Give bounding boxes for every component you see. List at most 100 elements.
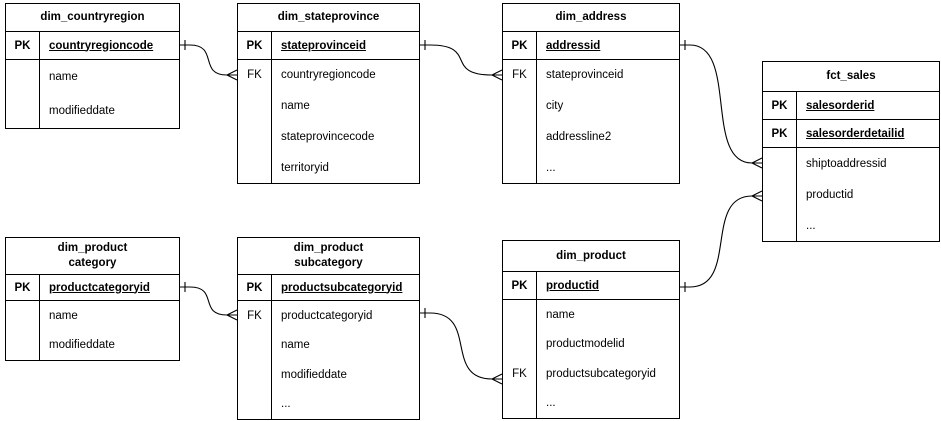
column-name: addressid <box>536 32 679 59</box>
attribute-name: ... <box>281 398 291 411</box>
relationship-line <box>189 286 228 316</box>
attribute-key-label: FK <box>247 309 262 322</box>
attribute-name: countryregioncode <box>281 69 376 82</box>
column-name: salesorderdetailid <box>796 120 939 147</box>
relationship-productcategory-to-subcategory <box>180 282 238 321</box>
attribute-name: name <box>49 71 78 83</box>
attribute-name-column: productcategoryid name modifieddate... <box>271 301 419 419</box>
cardinality-one-marker <box>180 40 190 50</box>
relationship-subcategory-to-product <box>420 308 503 385</box>
cardinality-one-marker <box>420 308 430 318</box>
relationship-line <box>189 44 228 76</box>
key-label: PK <box>14 281 31 294</box>
attribute-key-label: FK <box>512 69 527 82</box>
key-row[interactable]: PK countryregioncode <box>6 32 179 60</box>
key-row[interactable]: PK addressid <box>503 32 679 60</box>
entity-title: dim_product <box>503 241 679 272</box>
key-label: PK <box>246 281 263 294</box>
entity-title: dim_countryregion <box>6 4 179 32</box>
attribute-name: productsubcategoryid <box>546 367 656 380</box>
attribute-name: name <box>281 100 310 113</box>
attribute-name-column: name modifieddate <box>39 301 179 360</box>
column-name: countryregioncode <box>39 32 179 59</box>
relationship-product-to-fctsales <box>680 190 763 292</box>
column-name: salesorderid <box>796 92 939 119</box>
cardinality-one-marker <box>180 282 190 292</box>
attribute-key-column: FK <box>238 301 271 419</box>
attribute-key-column: FK <box>238 60 271 183</box>
attribute-key-column <box>763 148 796 241</box>
attribute-key-column <box>6 60 39 128</box>
relationship-line <box>689 44 753 164</box>
attribute-name-column: countryregioncode name stateprovincecode te… <box>271 60 419 183</box>
cardinality-many-marker <box>491 373 503 385</box>
key-label: PK <box>771 99 788 112</box>
attribute-block: FK name productmodelid productsubcategoryid… <box>503 300 679 418</box>
attribute-name-column: name modifieddate <box>39 60 179 128</box>
column-name: productcategoryid <box>39 275 179 300</box>
attribute-name: stateprovincecode <box>281 130 375 143</box>
attribute-block: FK countryregioncode name stateprovincecode… <box>238 60 419 183</box>
relationship-stateprovince-to-address <box>420 40 503 81</box>
attribute-key-column: FK <box>503 60 536 183</box>
relationship-line <box>429 312 493 380</box>
cardinality-one-marker <box>680 282 690 292</box>
attribute-name: ... <box>806 219 816 232</box>
attribute-name: modifieddate <box>49 339 115 352</box>
attribute-name: name <box>49 309 78 322</box>
attribute-key-label: FK <box>512 367 527 380</box>
attribute-name: shiptoaddressid <box>806 157 887 170</box>
attribute-name: modifieddate <box>49 105 115 117</box>
attribute-block: name modifieddate <box>6 60 179 128</box>
key-row[interactable]: PK productcategoryid <box>6 275 179 301</box>
key-label: PK <box>511 39 528 52</box>
entity-title: dim_product category <box>6 238 179 275</box>
key-label: PK <box>511 279 528 292</box>
attribute-key-column <box>6 301 39 360</box>
attribute-name: name <box>546 308 575 321</box>
column-name: productid <box>536 272 679 299</box>
column-name: productsubcategoryid <box>271 275 419 300</box>
attribute-key-column: FK <box>503 300 536 418</box>
attribute-name: productcategoryid <box>281 309 373 322</box>
attribute-name: modifieddate <box>281 368 347 381</box>
key-row[interactable]: PK salesorderid <box>763 92 939 120</box>
cardinality-many-marker <box>226 69 238 81</box>
attribute-name: productmodelid <box>546 338 625 351</box>
attribute-block: FK productcategoryid name modifieddate... <box>238 301 419 419</box>
entity-title: dim_address <box>503 4 679 32</box>
key-row[interactable]: PK productsubcategoryid <box>238 275 419 301</box>
relationship-address-to-fctsales <box>680 40 763 169</box>
attribute-name: stateprovinceid <box>546 69 624 82</box>
relationship-line <box>429 44 493 76</box>
entity-title: fct_sales <box>763 62 939 92</box>
attribute-name: territoryid <box>281 161 329 174</box>
key-label: PK <box>14 39 31 52</box>
column-name: stateprovinceid <box>271 32 419 59</box>
cardinality-many-marker <box>751 190 763 202</box>
attribute-name: ... <box>546 161 556 174</box>
cardinality-many-marker <box>226 309 238 321</box>
key-row[interactable]: PK productid <box>503 272 679 300</box>
attribute-name: name <box>281 339 310 352</box>
cardinality-many-marker <box>491 69 503 81</box>
attribute-name: city <box>546 100 564 113</box>
entity-title: dim_product subcategory <box>238 238 419 275</box>
attribute-key-label: FK <box>247 69 262 82</box>
cardinality-many-marker <box>751 157 763 169</box>
